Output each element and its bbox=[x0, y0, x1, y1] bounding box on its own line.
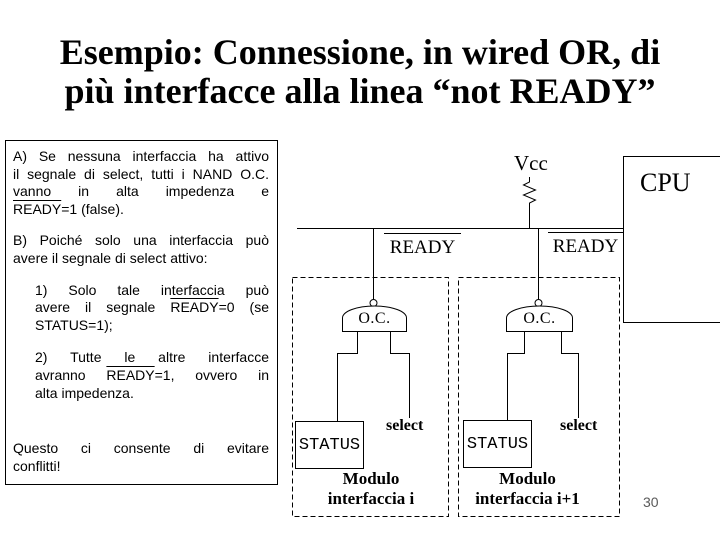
text-segment: avere il segnale bbox=[35, 299, 171, 316]
text-segment: =0 (se bbox=[218, 299, 269, 316]
gate-1-select-input-wire bbox=[390, 331, 410, 418]
text-segment: conflitti! bbox=[13, 457, 61, 474]
text-line: conflitti! bbox=[13, 458, 269, 476]
cpu-box: CPU bbox=[623, 156, 720, 323]
module-1-dashed-box bbox=[292, 277, 449, 517]
text-segment: =1, ovvero in bbox=[154, 366, 269, 383]
slide-title-line1: Esempio: Connessione, in wired OR, di bbox=[59, 32, 661, 72]
slide-title-line2: più interfacce alla linea “not READY” bbox=[64, 71, 656, 111]
text-line: STATUS=1); bbox=[35, 317, 269, 335]
text-line: vanno in alta impedenza e bbox=[13, 183, 269, 201]
text-segment: 1) Solo tale interfaccia può bbox=[35, 281, 269, 298]
overlined-signal: READY bbox=[170, 299, 219, 316]
module-1-caption: Modulo interfaccia i bbox=[327, 469, 415, 508]
text-segment: il segnale di select, tutti i NAND O.C. bbox=[13, 165, 269, 182]
pullup-resistor bbox=[522, 177, 537, 228]
text-line: avere il segnale READY=0 (se bbox=[35, 299, 269, 317]
vcc-label: Vcc bbox=[514, 151, 548, 175]
text-segment: STATUS=1); bbox=[35, 316, 113, 333]
module-2-caption: Modulo interfaccia i+1 bbox=[475, 469, 580, 508]
text-line: B) Poiché solo una interfaccia può bbox=[13, 232, 269, 250]
gate-2-status-input-wire bbox=[507, 331, 525, 420]
status-register-2-label: STATUS bbox=[466, 434, 529, 454]
oc-gate-1-label: O.C. bbox=[358, 310, 391, 327]
select-signal-label-1: select bbox=[386, 417, 424, 434]
text-line: alta impedenza. bbox=[35, 385, 269, 403]
text-line: 2) Tutte le altre interfacce bbox=[35, 349, 269, 367]
gate-1-status-input-wire bbox=[337, 331, 358, 421]
status-register-1-label: STATUS bbox=[298, 435, 361, 455]
text-line: avranno READY=1, ovvero in bbox=[35, 367, 269, 385]
overlined-signal: READY bbox=[13, 200, 62, 217]
overlined-signal: READY bbox=[106, 366, 155, 383]
page-number: 30 bbox=[643, 494, 659, 510]
text-line: 1) Solo tale interfaccia può bbox=[35, 282, 269, 300]
text-line: il segnale di select, tutti i NAND O.C. bbox=[13, 166, 269, 184]
text-segment: avranno bbox=[35, 366, 107, 383]
text-segment: Questo ci consente di evitare bbox=[13, 440, 269, 457]
oc-bubble-2 bbox=[534, 299, 543, 307]
text-segment: avere il segnale di select attivo: bbox=[13, 249, 208, 266]
text-line: READY=1 (false). bbox=[13, 201, 269, 219]
oc-gate-1-body bbox=[342, 305, 407, 332]
text-segment: A) Se nessuna interfaccia ha attivo bbox=[13, 148, 269, 164]
text-segment: vanno in alta impedenza e bbox=[13, 183, 269, 200]
status-register-1: STATUS bbox=[295, 421, 364, 469]
select-signal-label-2: select bbox=[560, 417, 598, 434]
cpu-label: CPU bbox=[640, 168, 691, 197]
text-segment: 2) Tutte le altre interfacce bbox=[35, 349, 269, 366]
status-register-2: STATUS bbox=[463, 420, 532, 468]
text-line: avere il segnale di select attivo: bbox=[13, 250, 269, 268]
ready-signal-label-left: READY bbox=[384, 233, 461, 257]
slide-title: Esempio: Connessione, in wired OR, di pi… bbox=[0, 33, 720, 111]
text-line: Questo ci consente di evitare bbox=[13, 440, 269, 458]
text-segment: alta impedenza. bbox=[35, 384, 134, 401]
oc-gate-2-label: O.C. bbox=[523, 310, 556, 327]
ready-signal-label-right: READY bbox=[548, 232, 623, 256]
text-segment: =1 (false). bbox=[61, 200, 124, 217]
text-line: A) Se nessuna interfaccia ha attivo bbox=[13, 148, 269, 166]
oc-bubble-1 bbox=[369, 299, 378, 307]
gate-2-select-input-wire bbox=[561, 331, 579, 418]
text-segment: B) Poiché solo una interfaccia può bbox=[13, 232, 269, 249]
oc-gate-2-body bbox=[506, 305, 573, 332]
